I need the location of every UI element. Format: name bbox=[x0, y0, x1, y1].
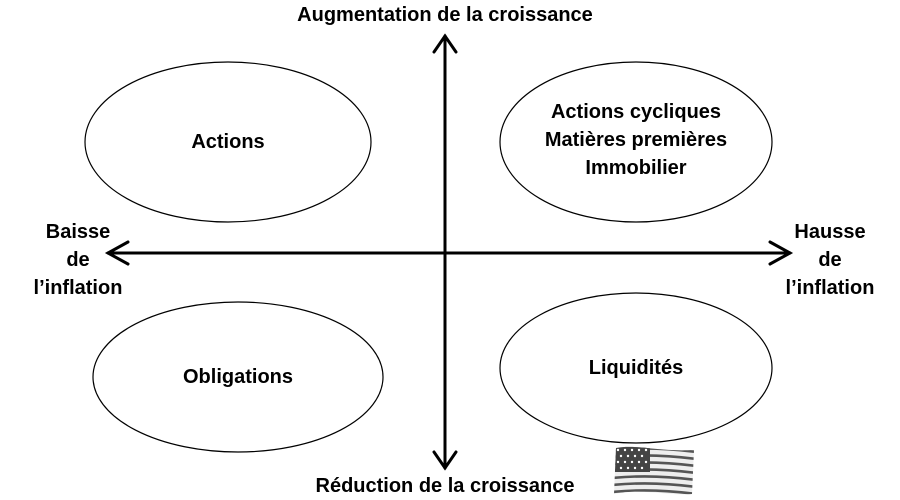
quadrant-item: Immobilier bbox=[585, 157, 687, 179]
axis-label-left: Baisse de l’inflation bbox=[8, 218, 148, 302]
ellipse-top-right bbox=[499, 61, 773, 223]
axis-label-right-line: de bbox=[818, 249, 842, 271]
ellipse-bottom-right bbox=[499, 292, 773, 444]
arrow-left bbox=[104, 240, 130, 266]
axis-label-right: Hausse de l’inflation bbox=[760, 218, 900, 302]
axis-label-left-line: de bbox=[66, 249, 90, 271]
quadrant-item: Matières premières bbox=[544, 129, 728, 151]
axis-label-right-line: Hausse bbox=[794, 221, 866, 243]
quadrant-bottom-left: Obligations bbox=[93, 302, 383, 452]
ellipse-top-left bbox=[84, 61, 372, 223]
quadrant-top-right: Actions cycliques Matières premières Imm… bbox=[500, 60, 772, 220]
axis-label-right-line: l’inflation bbox=[785, 277, 875, 299]
quadrant-top-left: Actions bbox=[85, 62, 371, 222]
arrow-down bbox=[432, 450, 458, 471]
axis-label-left-line: Baisse bbox=[45, 221, 111, 243]
axis-label-bottom: Réduction de la croissance bbox=[315, 475, 575, 497]
quadrant-item: Liquidités bbox=[588, 357, 684, 379]
arrow-right bbox=[768, 240, 794, 266]
arrow-up bbox=[432, 33, 458, 54]
axis-label-left-line: l’inflation bbox=[33, 277, 123, 299]
ellipse-bottom-left bbox=[92, 301, 384, 453]
us-flag-icon bbox=[614, 446, 694, 495]
quadrant-item: Actions bbox=[191, 131, 265, 153]
quadrant-item: Obligations bbox=[183, 366, 293, 388]
axis-label-top: Augmentation de la croissance bbox=[297, 4, 593, 26]
quadrant-item: Actions cycliques bbox=[550, 101, 722, 123]
quadrant-bottom-right: Liquidités bbox=[500, 293, 772, 443]
